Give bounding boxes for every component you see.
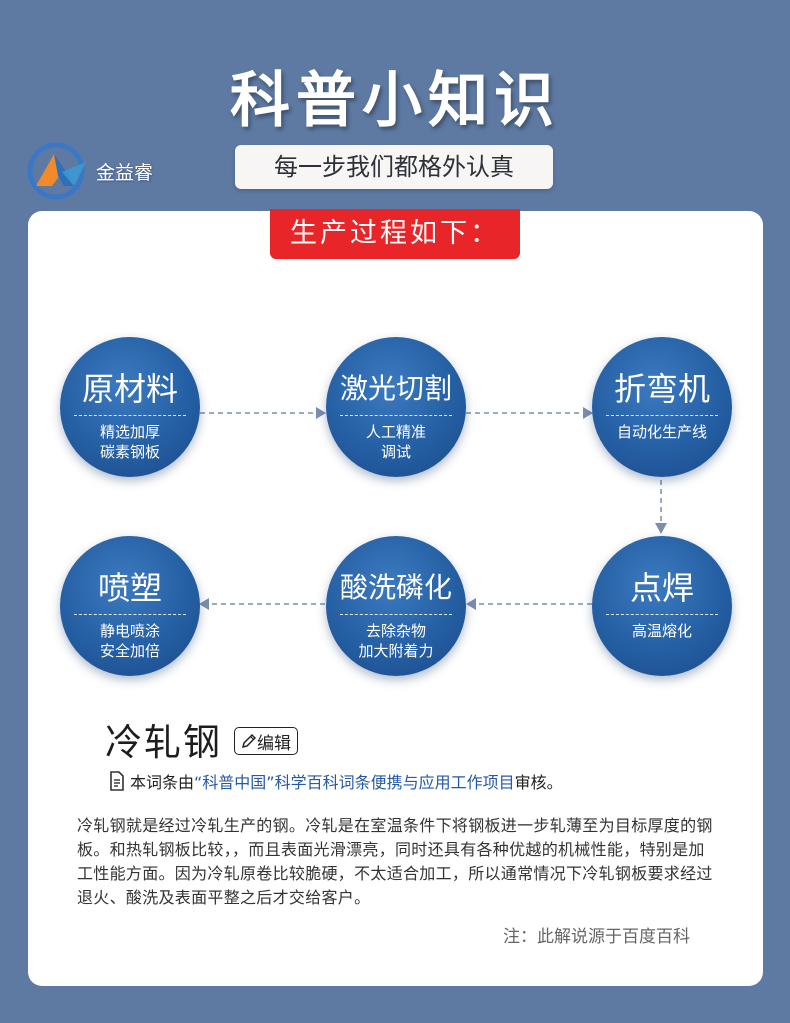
process-step-pickling-phosphating: 酸洗磷化 去除杂物 加大附着力 — [326, 536, 466, 676]
source-note: 注：此解说源于百度百科 — [503, 927, 690, 947]
step-desc-line: 加大附着力 — [358, 642, 434, 660]
section-heading: 生产过程如下： — [270, 209, 520, 259]
subtitle-banner: 每一步我们都格外认真 — [235, 145, 553, 189]
source-suffix: 审核。 — [514, 773, 563, 792]
process-step-bending: 折弯机 自动化生产线 — [592, 337, 732, 477]
document-icon — [110, 771, 124, 791]
source-link[interactable]: “科普中国”科学百科词条便携与应用工作项目 — [194, 773, 515, 792]
step-desc: 精选加厚 碳素钢板 — [60, 422, 200, 462]
step-desc: 高温熔化 — [592, 621, 732, 641]
source-line: 本词条由 “科普中国”科学百科词条便携与应用工作项目 审核。 — [108, 769, 563, 793]
step-title: 折弯机 — [606, 367, 718, 416]
step-desc: 去除杂物 加大附着力 — [326, 621, 466, 661]
arrow-left-icon — [199, 598, 209, 610]
arrow-left-icon — [466, 598, 476, 610]
process-step-spot-welding: 点焊 高温熔化 — [592, 536, 732, 676]
step-desc-line: 安全加倍 — [99, 642, 160, 660]
step-desc-line: 静电喷涂 — [99, 622, 160, 640]
step-title: 激光切割 — [340, 367, 452, 416]
entry-header: 冷轧钢 编辑 — [105, 712, 298, 766]
entry-paragraph: 冷轧钢就是经过冷轧生产的钢。冷轧是在室温条件下将钢板进一步轧薄至为目标厚度的钢板… — [77, 816, 713, 907]
arrow-right-icon — [583, 407, 593, 419]
step-title: 酸洗磷化 — [340, 566, 452, 615]
process-step-spray-coating: 喷塑 静电喷涂 安全加倍 — [60, 536, 200, 676]
pencil-icon — [241, 733, 257, 749]
step-desc-line: 自动化生产线 — [616, 423, 707, 441]
step-desc: 自动化生产线 — [592, 422, 732, 442]
edit-label: 编辑 — [257, 733, 291, 754]
step-title: 喷塑 — [74, 566, 186, 615]
step-desc-line: 精选加厚 — [99, 423, 160, 441]
brand-logo-icon — [27, 142, 86, 200]
process-step-laser-cutting: 激光切割 人工精准 调试 — [326, 337, 466, 477]
step-desc-line: 高温熔化 — [631, 622, 692, 640]
step-desc-line: 去除杂物 — [365, 622, 426, 640]
entry-title: 冷轧钢 — [105, 721, 222, 764]
process-step-raw-material: 原材料 精选加厚 碳素钢板 — [60, 337, 200, 477]
step-desc-line: 碳素钢板 — [99, 443, 160, 461]
brand-name: 金益睿 — [96, 161, 154, 184]
step-desc-line: 人工精准 — [365, 423, 426, 441]
step-desc-line: 调试 — [380, 443, 411, 461]
arrow-right-icon — [316, 407, 326, 419]
step-title: 点焊 — [606, 566, 718, 615]
step-desc: 人工精准 调试 — [326, 422, 466, 462]
edit-button[interactable]: 编辑 — [234, 727, 298, 755]
brand: 金益睿 — [24, 140, 153, 202]
step-title: 原材料 — [74, 367, 186, 416]
step-desc: 静电喷涂 安全加倍 — [60, 621, 200, 661]
arrow-down-icon — [655, 523, 667, 534]
source-prefix: 本词条由 — [130, 773, 195, 792]
page-title: 科普小知识 — [230, 66, 560, 136]
